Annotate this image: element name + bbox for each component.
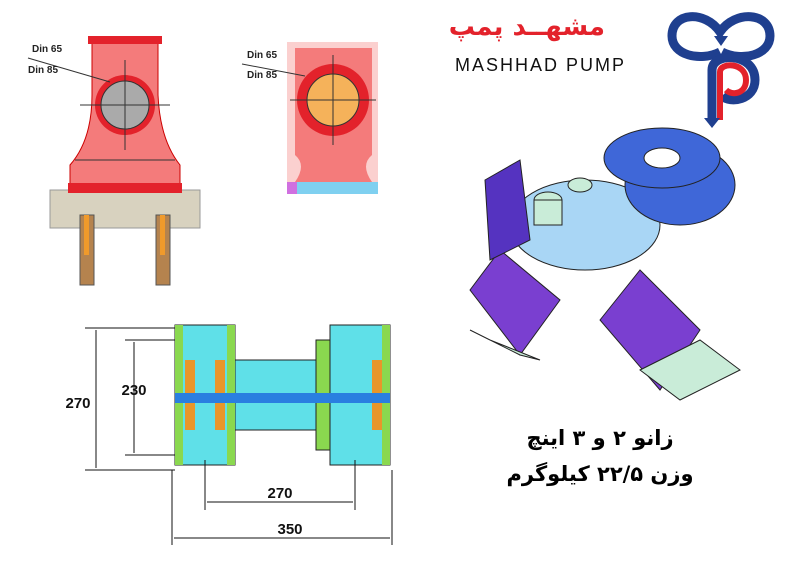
side-view-label-din85: Din 85 (247, 70, 277, 81)
side-view-label-din65: Din 65 (247, 50, 277, 61)
pump-elbow-3d-render (469, 127, 741, 401)
front-view-label-din85: Din 85 (28, 65, 58, 76)
mashhad-pump-logo-icon (667, 12, 775, 128)
dimension-height-outer: 270 (65, 395, 90, 412)
product-weight: وزن ۲۲/۵ کیلوگرم (506, 462, 694, 486)
front-view-drawing: Din 65 Din 85 (27, 36, 201, 286)
dimension-drawing: 270 230 270 350 (65, 324, 393, 545)
dimension-length-outer: 350 (277, 521, 302, 538)
brand-name-persian: مشهــد پمپ (448, 12, 605, 42)
dimension-length-inner: 270 (267, 485, 292, 502)
side-view-drawing: Din 65 Din 85 (241, 42, 378, 194)
dimension-height-inner: 230 (121, 382, 146, 399)
front-view-label-din65: Din 65 (32, 44, 62, 55)
brand-name-english: MASHHAD PUMP (455, 55, 627, 75)
product-title: زانو ۲ و ۳ اینچ (526, 426, 674, 450)
